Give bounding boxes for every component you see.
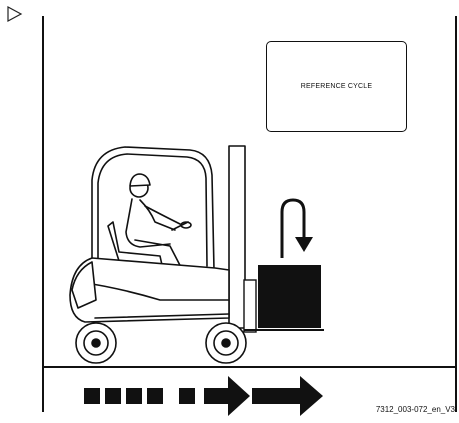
figure-code: 7312_003-072_en_V3 (376, 405, 455, 414)
